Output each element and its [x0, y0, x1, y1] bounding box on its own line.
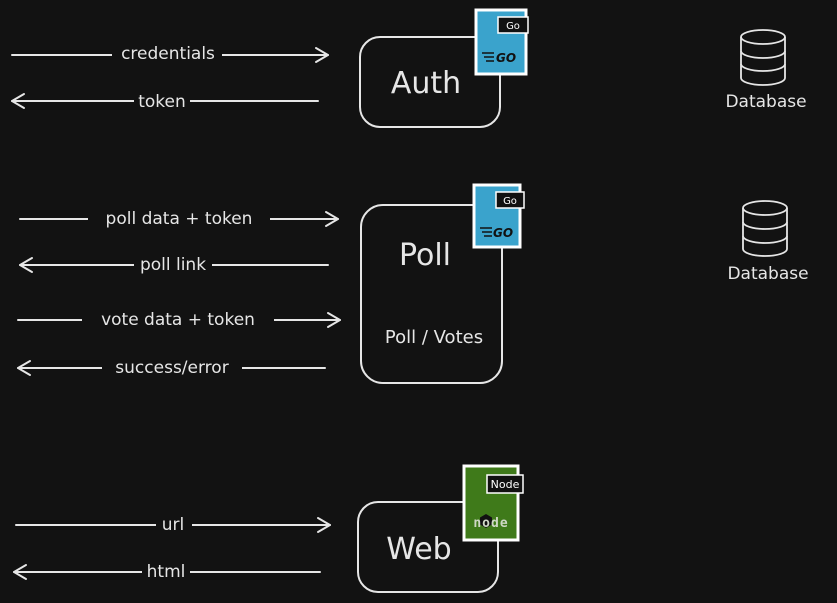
- auth-service-box: Auth: [359, 36, 501, 128]
- database-auth: Database: [725, 29, 807, 112]
- badge-logo-poll: GO: [493, 226, 513, 240]
- flow-label-vote-data: vote data + token: [101, 310, 255, 330]
- label-backdrop: [156, 514, 192, 536]
- badge-logo-web: node: [473, 516, 508, 531]
- flow-label-poll-link: poll link: [140, 255, 206, 275]
- service-name-poll: Poll: [399, 238, 451, 273]
- arrowhead-right: [325, 211, 339, 227]
- flow-label-poll-data: poll data + token: [106, 209, 253, 229]
- flow-label-html: html: [147, 562, 186, 582]
- arrowhead-left: [17, 360, 31, 376]
- web-service-box: Web: [357, 501, 499, 593]
- flow-label-url: url: [162, 515, 185, 535]
- label-backdrop: [134, 91, 190, 113]
- web-flows: url html: [13, 514, 331, 583]
- poll-flows: poll data + token poll link vote data + …: [17, 208, 341, 379]
- flow-label-token: token: [138, 92, 186, 112]
- label-backdrop: [112, 43, 222, 65]
- arrowhead-left: [11, 93, 25, 109]
- badge-logo-auth: GO: [496, 51, 516, 65]
- label-backdrop: [134, 254, 212, 276]
- arrowhead-left: [13, 564, 27, 580]
- badge-tag-poll: Go: [503, 196, 517, 207]
- arrowhead-right: [315, 47, 329, 63]
- label-backdrop: [142, 561, 190, 583]
- label-backdrop: [82, 309, 274, 331]
- badge-tag-auth: Go: [506, 21, 520, 32]
- arrowhead-left: [19, 257, 33, 273]
- flow-label-success-error: success/error: [115, 358, 228, 378]
- label-backdrop: [102, 357, 242, 379]
- database-icon: [740, 37, 786, 86]
- node-badge-web: Node node: [462, 464, 524, 542]
- arrowhead-right: [317, 517, 331, 533]
- go-badge-poll: Go GO: [472, 183, 525, 249]
- database-poll: Database: [727, 200, 809, 284]
- arrowhead-right: [327, 312, 341, 328]
- badge-tag-web: Node: [491, 478, 520, 491]
- go-logo-icon: GO: [480, 226, 513, 240]
- go-logo-icon: GO: [482, 51, 516, 65]
- auth-flows: credentials token: [11, 43, 329, 113]
- service-subtitle-poll: Poll / Votes: [385, 327, 483, 348]
- flow-label-credentials: credentials: [121, 44, 215, 64]
- label-backdrop: [88, 208, 270, 230]
- database-label-auth: Database: [725, 92, 806, 112]
- database-icon: [742, 208, 788, 257]
- service-name-auth: Auth: [391, 66, 461, 101]
- nodejs-logo-icon: node: [473, 514, 508, 531]
- service-name-web: Web: [386, 532, 451, 567]
- poll-service-box: Poll Poll / Votes: [360, 204, 503, 384]
- go-badge-auth: Go GO: [474, 8, 529, 76]
- database-label-poll: Database: [727, 264, 808, 284]
